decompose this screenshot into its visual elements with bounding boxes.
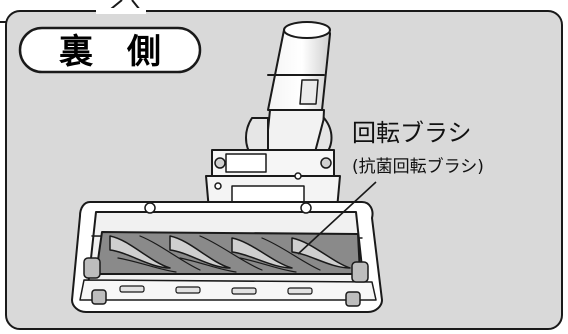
callout-main-label: 回転ブラシ [352, 119, 472, 147]
frame-gap [96, 8, 146, 14]
section-label-pill: 裏 側 [18, 26, 202, 74]
left-wheel [83, 257, 101, 279]
left-rear-wheel [91, 289, 107, 305]
callout: 回転ブラシ (抗菌回転ブラシ) [297, 119, 484, 255]
rotating-brush [95, 231, 361, 275]
callout-sub-label: (抗菌回転ブラシ) [352, 156, 484, 177]
nozzle-front-edge [79, 257, 377, 307]
callout-leader-line [297, 181, 377, 255]
pill-outline [18, 26, 202, 74]
nozzle-pipe [245, 21, 333, 157]
right-wheel [351, 261, 369, 283]
right-rear-wheel [345, 291, 361, 307]
section-label: 裏 側 [59, 32, 161, 72]
